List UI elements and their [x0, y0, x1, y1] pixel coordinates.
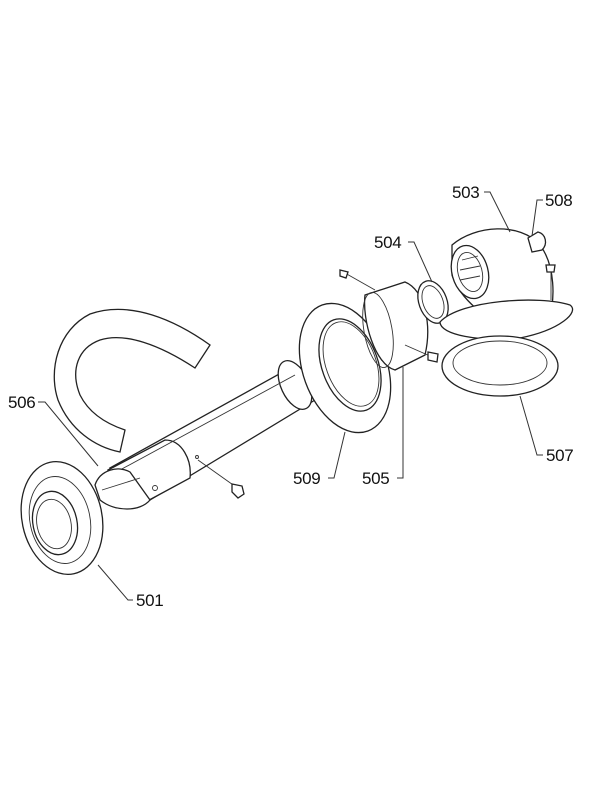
- label-501: 501: [136, 591, 164, 610]
- label-509: 509: [293, 469, 321, 488]
- label-507: 507: [546, 446, 574, 465]
- label-506: 506: [8, 393, 36, 412]
- elbow-screw: [545, 264, 556, 300]
- label-503: 503: [452, 183, 480, 202]
- seal-strip: [53, 308, 211, 453]
- rosette-501: [20, 460, 104, 576]
- leader-lines: [38, 191, 543, 601]
- label-505: 505: [362, 469, 390, 488]
- pipe-screw: [197, 459, 245, 499]
- gasket-507: [441, 335, 559, 397]
- label-504: 504: [374, 233, 402, 252]
- elbow-503: [439, 228, 573, 340]
- label-508: 508: [545, 191, 573, 210]
- sleeve-505: [339, 269, 439, 371]
- terminal-pipe: [94, 360, 317, 510]
